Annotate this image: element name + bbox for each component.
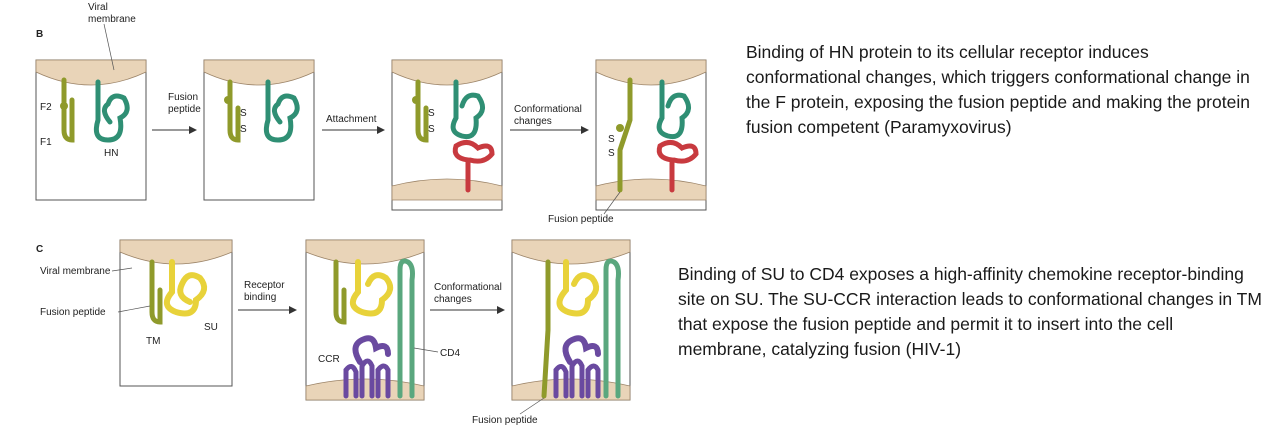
panel-c-box-1: Viral membrane Fusion peptide TM SU <box>40 239 233 387</box>
viral-label-1: Viral <box>88 2 108 13</box>
tm-protein <box>149 259 163 325</box>
panel-b-description: Binding of HN protein to its cellular re… <box>746 42 1250 137</box>
f2-label: F2 <box>40 102 52 113</box>
s-label-4: S <box>428 124 435 135</box>
viral-label-2: membrane <box>88 14 136 25</box>
s-label-1: S <box>240 108 247 119</box>
f-protein <box>61 77 75 143</box>
panel-c-description: Binding of SU to CD4 exposes a high-affi… <box>678 264 1262 359</box>
fusion-peptide-c: Fusion peptide <box>40 307 106 318</box>
viral-membrane-c: Viral membrane <box>40 266 111 277</box>
panel-b-box-4: S S Fusion peptide <box>548 59 707 225</box>
conf-c-label-1: Conformational <box>434 282 502 293</box>
receptor-label-1: Receptor <box>244 280 285 291</box>
f1-label: F1 <box>40 137 52 148</box>
fusion-label-1: Fusion <box>168 92 198 103</box>
attachment-label: Attachment <box>326 114 377 125</box>
cd4 <box>397 258 415 399</box>
s-label-6: S <box>608 148 615 159</box>
panel-c-box-3: Fusion peptide <box>472 239 631 426</box>
panel-b-box-3: S S <box>391 59 503 211</box>
fusion-bottom-b: Fusion peptide <box>548 214 614 225</box>
conf-b-label-1: Conformational <box>514 104 582 115</box>
ccr <box>343 358 391 399</box>
fusion-bottom-c: Fusion peptide <box>472 415 538 426</box>
ccr-label: CCR <box>318 354 340 365</box>
panel-c-box-2: CCR CD4 <box>305 239 460 401</box>
panel-b-box-1: Viral membrane F2 F1 HN <box>35 2 147 201</box>
panel-c-letter: C <box>36 244 43 255</box>
panel-b-letter: B <box>36 29 43 40</box>
s-label-3: S <box>428 108 435 119</box>
tm-label: TM <box>146 336 160 347</box>
cell-membrane <box>391 178 503 201</box>
s-label-2: S <box>240 124 247 135</box>
fusion-label-2: peptide <box>168 104 201 115</box>
hn-protein <box>93 79 130 143</box>
hn-label: HN <box>104 148 118 159</box>
receptor <box>452 140 495 193</box>
su-protein <box>163 259 208 317</box>
s-label-5: S <box>608 134 615 145</box>
su-label: SU <box>204 322 218 333</box>
conf-c-label-2: changes <box>434 294 472 305</box>
receptor-label-2: binding <box>244 292 276 303</box>
conf-b-label-2: changes <box>514 116 552 127</box>
cd4-label: CD4 <box>440 348 460 359</box>
panel-b-box-2: S S Fusion peptide <box>168 59 315 201</box>
